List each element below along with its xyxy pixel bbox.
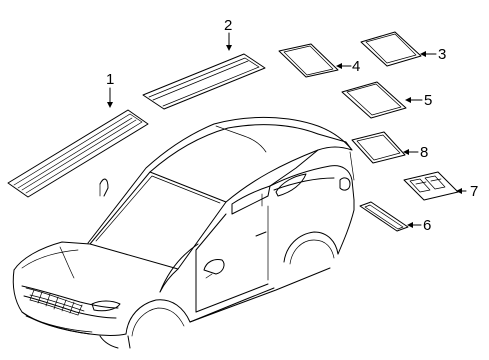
callout-8: 8	[420, 144, 428, 161]
callout-4: 4	[352, 58, 360, 75]
leader-8	[403, 149, 419, 155]
leader-7	[456, 188, 467, 194]
callout-2: 2	[224, 17, 232, 34]
callout-5: 5	[424, 92, 432, 109]
callout-7: 7	[470, 183, 478, 200]
car-body	[12, 116, 355, 349]
part-1-stripe	[7, 109, 149, 198]
leader-4	[336, 63, 352, 69]
leader-6	[407, 222, 422, 228]
callout-3: 3	[438, 46, 446, 63]
part-4-label	[278, 43, 339, 78]
callout-6: 6	[423, 217, 431, 234]
part-8-label	[351, 131, 406, 164]
leader-5	[405, 97, 423, 103]
part-7-label	[403, 171, 459, 201]
callout-1: 1	[106, 71, 114, 88]
part-6-label	[359, 201, 409, 232]
part-2-stripe	[142, 53, 266, 110]
leader-1	[107, 87, 113, 108]
part-5-label	[341, 81, 407, 119]
leader-3	[420, 51, 437, 57]
part-3-label	[360, 31, 422, 67]
leader-2	[226, 32, 232, 51]
